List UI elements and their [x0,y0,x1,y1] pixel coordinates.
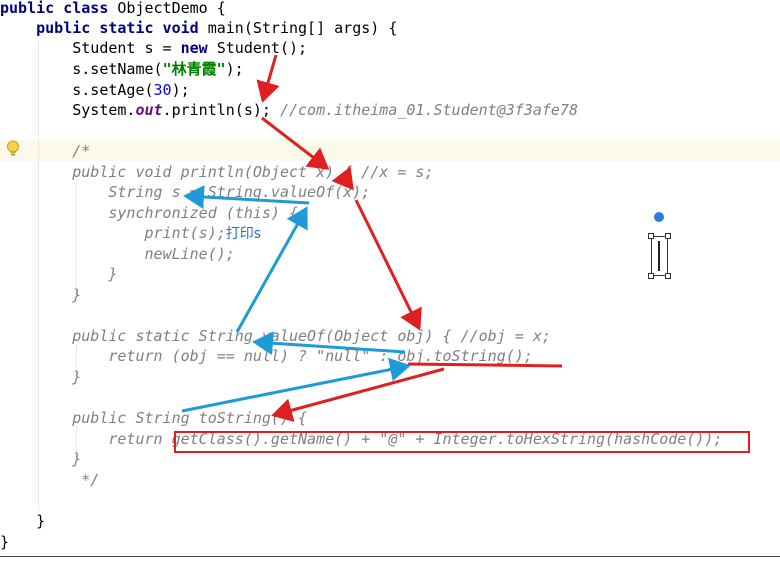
blue-arrow-1 [181,357,411,413]
bottom-border [0,556,780,557]
comment-token: public void println(Object x) { //x = s; [0,163,434,181]
blue-arrow-3 [235,206,308,333]
keyword-token: public class [0,0,118,17]
code-line: print(s);打印s [0,223,261,243]
code-line: return getClass().getName() + "@" + Inte… [0,429,722,449]
indent-guide [76,426,78,456]
keyword-token: new [180,39,217,57]
code-line: s.setAge(30); [0,80,190,100]
indent-guide [38,40,40,510]
comment-token: return getClass().getName() + "@" + Inte… [0,430,723,448]
code-token: main(String[] args) { [207,19,398,37]
code-line: System.out.println(s); //com.itheima_01.… [0,100,578,120]
comment-token: } [0,368,82,386]
code-token: .println(s); [162,101,280,119]
number-token: 30 [153,81,172,99]
code-line: } [0,367,81,387]
code-token: Student s = [0,39,181,57]
blue-arrow-2 [252,331,406,356]
red-arrow-2 [261,116,330,170]
red-arrow-6 [271,367,445,422]
code-line: public static String valueOf(Object obj)… [0,326,551,346]
code-token: } [0,512,46,530]
code-line: Student s = new Student(); [0,38,307,58]
code-line: } [0,264,117,284]
code-token: ); [225,60,244,78]
code-token: } [0,533,10,551]
code-token: s.setAge( [0,81,154,99]
comment-token: //com.itheima_01.Student@3f3afe78 [279,101,578,119]
red-arrow-1 [256,54,280,103]
text-caret [658,241,660,271]
resize-handle[interactable] [648,273,654,279]
resize-handle[interactable] [665,233,671,239]
resize-handle[interactable] [665,273,671,279]
lightbulb-icon[interactable] [6,140,20,158]
code-line: */ [0,470,99,490]
code-line: return (obj == null) ? "null" : obj.toSt… [0,346,533,366]
resize-handle[interactable] [648,233,654,239]
current-line-highlight [0,140,780,161]
string-token: "林青霞" [162,60,226,78]
code-line: public void println(Object x) { //x = s; [0,162,433,182]
code-token: ); [171,81,190,99]
code-line: } [0,511,45,531]
handwritten-note: 打印s [225,226,262,242]
blue-arrow-4 [183,185,310,210]
red-line-5 [407,362,563,368]
field-token: out [135,101,163,119]
comment-token: /* [0,142,91,160]
code-token: s.setName( [0,60,163,78]
comment-token: newLine(); [0,245,235,263]
code-line: public String toString() { [0,408,307,428]
return-expression-highlight-box [174,431,750,453]
code-token: Student(); [216,39,308,57]
comment-token: */ [0,471,100,489]
indent-guide [76,180,78,290]
comment-token: } [0,265,118,283]
code-line: public class ObjectDemo { [0,0,226,18]
keyword-token: public static void [0,19,208,37]
comment-token: public String toString() { [0,409,308,427]
comment-token: public static String valueOf(Object obj)… [0,327,551,345]
code-line: } [0,285,81,305]
code-line: newLine(); [0,244,235,264]
code-token: System. [0,101,136,119]
code-token: ObjectDemo { [117,0,226,17]
comment-token: } [0,450,82,468]
code-line: } [0,532,9,552]
code-line: } [0,449,81,469]
comment-token: return (obj == null) ? "null" : obj.toSt… [0,347,533,365]
code-line: s.setName("林青霞"); [0,59,244,79]
indent-guide [76,344,78,374]
red-arrow-4 [354,199,422,331]
code-line: /* [0,141,90,161]
red-arrow-3 [331,166,354,191]
comment-token: } [0,286,82,304]
code-line: public static void main(String[] args) { [0,18,397,38]
selection-rotate-handle[interactable] [654,212,664,222]
comment-token: print(s); [0,224,226,242]
text-cursor-selection-frame[interactable] [651,236,668,276]
